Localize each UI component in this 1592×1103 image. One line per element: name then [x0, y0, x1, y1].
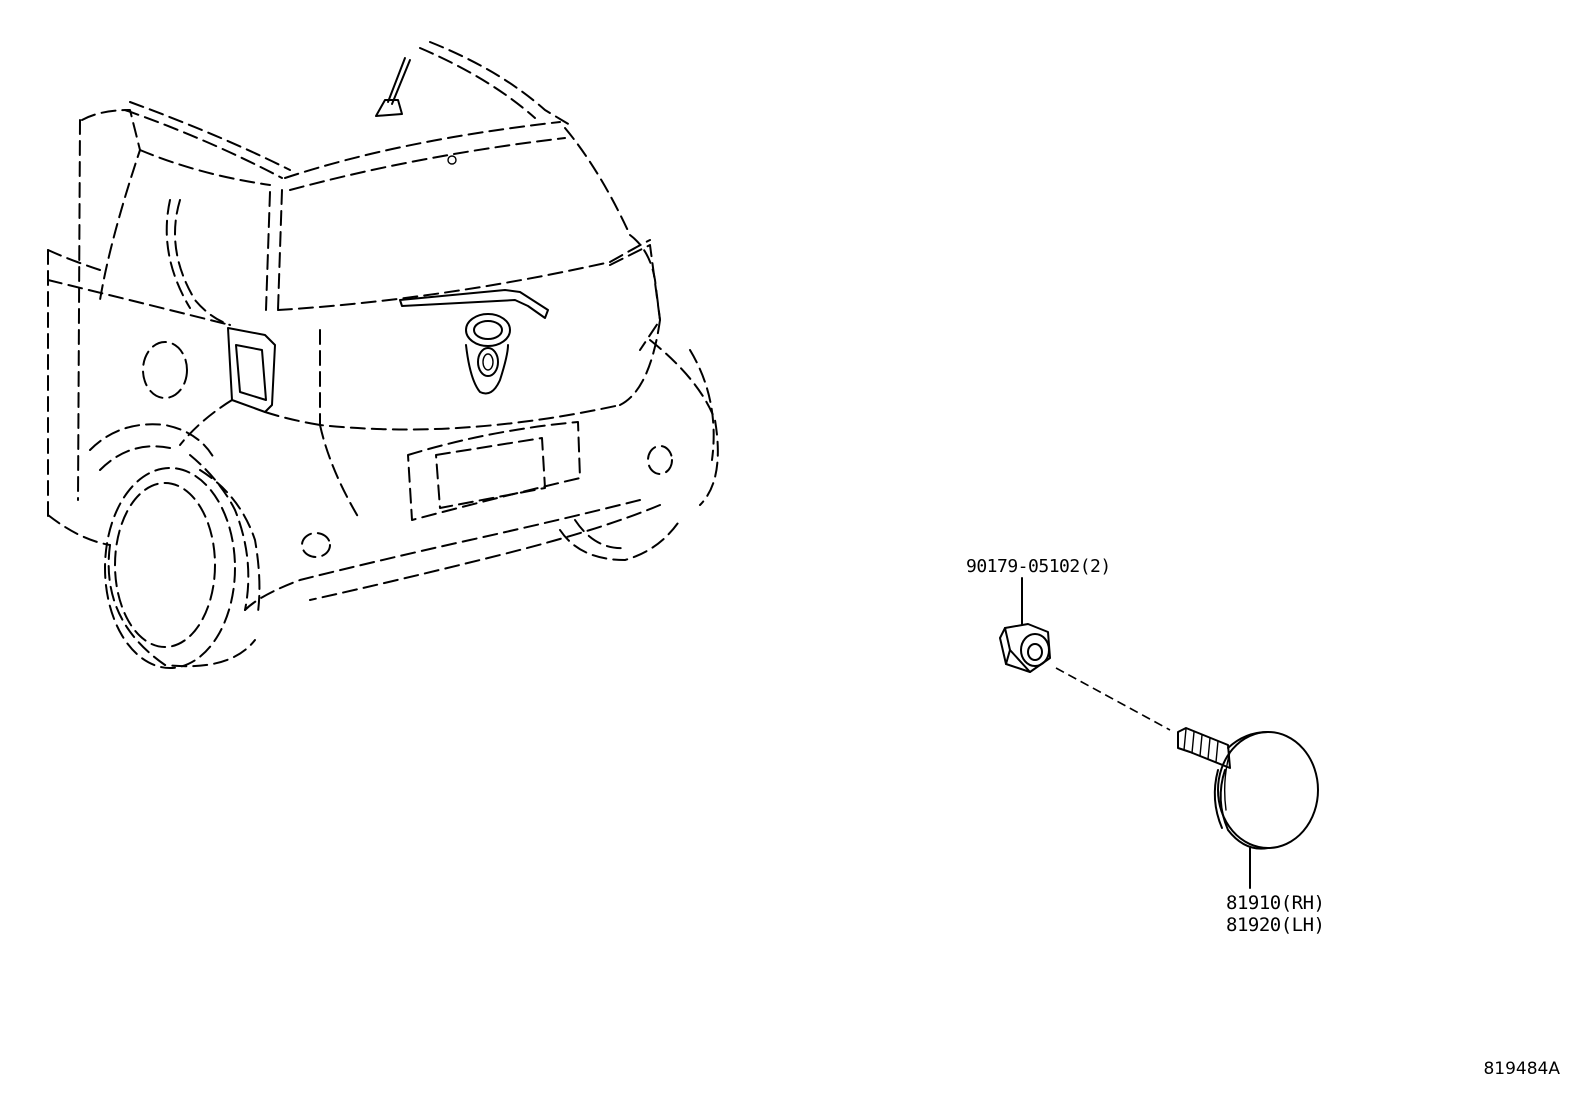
part-label-nut: 90179-05102(2) [966, 556, 1111, 577]
nut-part [999, 577, 1171, 731]
rear-wiper [399, 289, 549, 319]
emblem-icon [465, 313, 511, 395]
reflector-part [1177, 727, 1319, 889]
part-label-reflector-lh: 81920(LH) [1226, 914, 1325, 936]
illustration-id: 819484A [1483, 1059, 1560, 1079]
vehicle-illustration [47, 41, 719, 669]
antenna-icon [375, 57, 411, 117]
part-label-reflector-rh: 81910(RH) [1226, 892, 1325, 914]
